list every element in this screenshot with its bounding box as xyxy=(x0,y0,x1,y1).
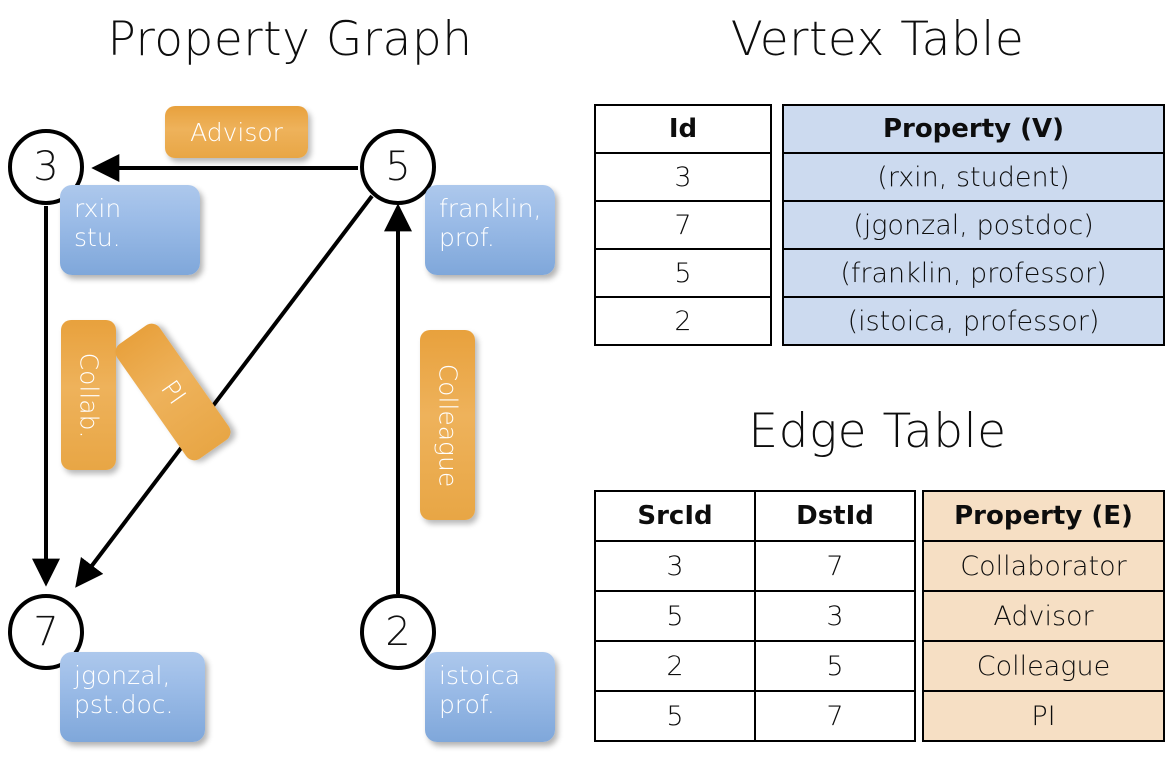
graph-node-3[interactable]: 3 xyxy=(8,129,84,205)
vertex-cell-id: 7 xyxy=(594,200,772,250)
vertex-header-property: Property (V) xyxy=(782,104,1165,154)
edge-header-dstid: DstId xyxy=(754,490,916,542)
node-property-box-2: istoica prof. xyxy=(425,652,555,742)
table-row: Collaborator xyxy=(922,540,1165,592)
edge-header-srcid: SrcId xyxy=(594,490,756,542)
edge-cell-dstid: 7 xyxy=(754,690,916,742)
table-row: 5 7 xyxy=(594,690,916,742)
edge-cell-dstid: 3 xyxy=(754,590,916,642)
edge-cell-srcid: 2 xyxy=(594,640,756,692)
table-row: (rxin, student) xyxy=(782,152,1165,202)
page-title-property-graph: Property Graph xyxy=(107,12,473,67)
table-row: 2 xyxy=(594,296,772,346)
node-property-5-line2: prof. xyxy=(439,222,495,252)
table-row: 3 7 xyxy=(594,540,916,592)
vertex-table-id-column: Id 3 7 5 2 xyxy=(594,104,772,346)
node-property-7-line2: pst.doc. xyxy=(74,689,174,719)
graph-node-2[interactable]: 2 xyxy=(360,594,436,670)
page-title-vertex-table: Vertex Table xyxy=(730,12,1025,67)
graph-node-5-label: 5 xyxy=(385,144,411,190)
table-row: 5 xyxy=(594,248,772,298)
vertex-table-property-column: Property (V) (rxin, student) (jgonzal, p… xyxy=(782,104,1165,346)
vertex-header-id: Id xyxy=(594,104,772,154)
vertex-cell-property: (istoica, professor) xyxy=(782,296,1165,346)
table-row: (jgonzal, postdoc) xyxy=(782,200,1165,250)
edge-cell-property: Advisor xyxy=(922,590,1165,642)
graph-node-5[interactable]: 5 xyxy=(360,129,436,205)
edge-5-to-7 xyxy=(75,194,374,588)
vertex-cell-id: 5 xyxy=(594,248,772,298)
node-property-3-line1: rxin xyxy=(74,194,122,223)
node-property-2-line1: istoica xyxy=(439,661,521,690)
table-header-row: SrcId DstId xyxy=(594,490,916,542)
table-row: Advisor xyxy=(922,590,1165,642)
table-header-row: Id xyxy=(594,104,772,154)
edge-cell-property: Colleague xyxy=(922,640,1165,692)
vertex-cell-id: 3 xyxy=(594,152,772,202)
table-row: 5 3 xyxy=(594,590,916,642)
edge-cell-srcid: 5 xyxy=(594,590,756,642)
table-row: Colleague xyxy=(922,640,1165,692)
table-header-row: Property (E) xyxy=(922,490,1165,542)
vertex-cell-property: (rxin, student) xyxy=(782,152,1165,202)
edge-label-collab-text: Collab. xyxy=(74,352,103,438)
edge-cell-srcid: 5 xyxy=(594,690,756,742)
edge-cell-srcid: 3 xyxy=(594,540,756,592)
graph-edges-svg xyxy=(32,154,412,594)
table-row: (franklin, professor) xyxy=(782,248,1165,298)
table-row: 3 xyxy=(594,152,772,202)
edge-header-property: Property (E) xyxy=(922,490,1165,542)
edge-table-id-columns: SrcId DstId 3 7 5 3 2 5 5 7 xyxy=(594,490,916,742)
edge-label-advisor: Advisor xyxy=(165,106,308,158)
edge-table-property-column: Property (E) Collaborator Advisor Collea… xyxy=(922,490,1165,742)
table-row: PI xyxy=(922,690,1165,742)
node-property-box-7: jgonzal, pst.doc. xyxy=(60,652,205,742)
graph-node-7-label: 7 xyxy=(33,609,59,655)
graph-node-2-label: 2 xyxy=(385,609,411,655)
vertex-cell-id: 2 xyxy=(594,296,772,346)
node-property-7-line1: jgonzal, xyxy=(74,661,171,690)
edge-label-pi-text: PI xyxy=(154,374,192,410)
table-header-row: Property (V) xyxy=(782,104,1165,154)
edge-cell-property: Collaborator xyxy=(922,540,1165,592)
table-row: (istoica, professor) xyxy=(782,296,1165,346)
vertex-cell-property: (franklin, professor) xyxy=(782,248,1165,298)
node-property-5-line1: franklin, xyxy=(439,194,542,223)
edge-cell-dstid: 5 xyxy=(754,640,916,692)
edge-label-advisor-text: Advisor xyxy=(190,117,283,147)
edge-label-colleague-text: Colleague xyxy=(433,363,463,487)
edge-label-collab: Collab. xyxy=(61,320,116,470)
table-row: 7 xyxy=(594,200,772,250)
edge-cell-dstid: 7 xyxy=(754,540,916,592)
node-property-2-line2: prof. xyxy=(439,689,495,719)
property-graph-diagram: 3 5 7 2 rxin stu. franklin, prof. jgonza… xyxy=(0,82,585,760)
table-row: 2 5 xyxy=(594,640,916,692)
page-title-edge-table: Edge Table xyxy=(748,404,1007,459)
node-property-box-5: franklin, prof. xyxy=(425,185,555,275)
node-property-box-3: rxin stu. xyxy=(60,185,200,275)
graph-node-3-label: 3 xyxy=(33,144,59,190)
edge-label-colleague: Colleague xyxy=(420,330,475,520)
vertex-cell-property: (jgonzal, postdoc) xyxy=(782,200,1165,250)
edge-cell-property: PI xyxy=(922,690,1165,742)
node-property-3-line2: stu. xyxy=(74,222,121,252)
